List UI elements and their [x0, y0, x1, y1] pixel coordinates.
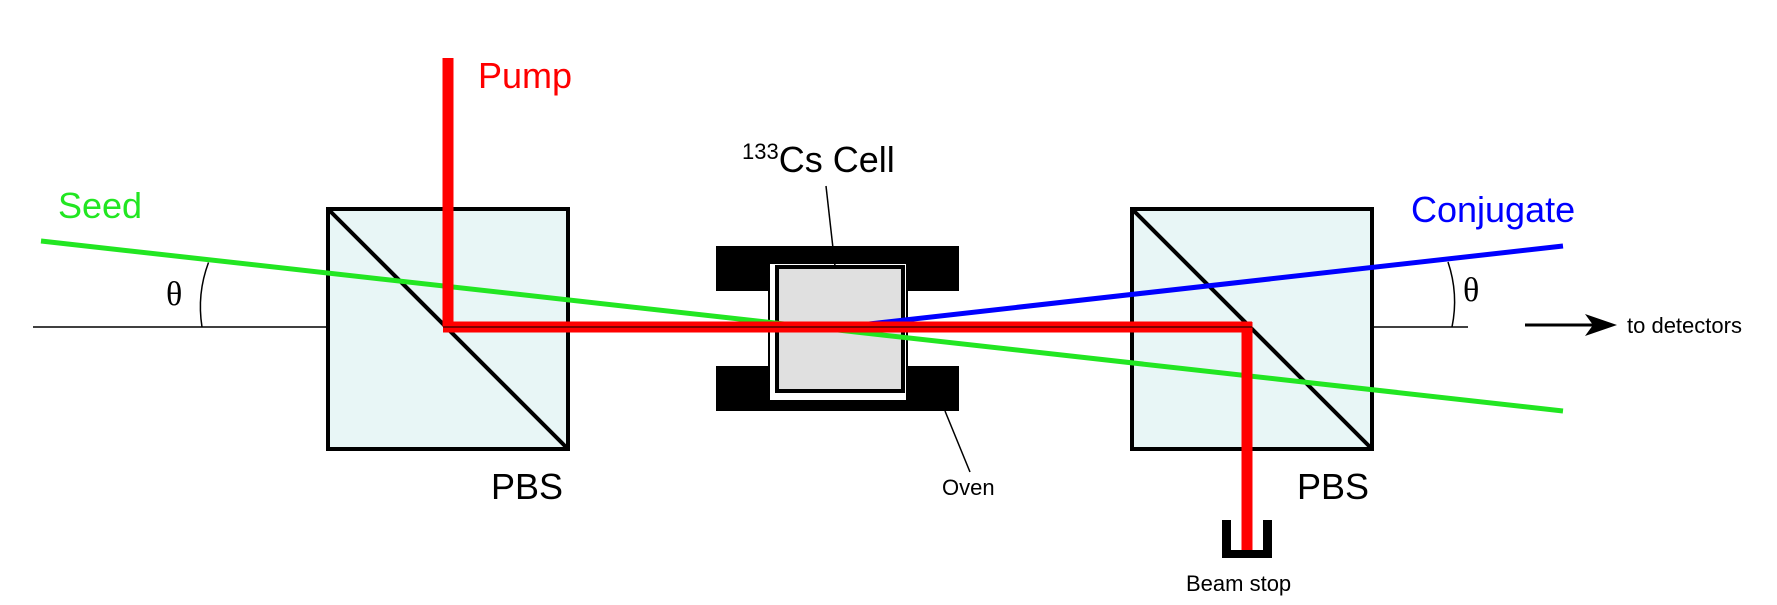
oven-leader-line: [944, 410, 971, 473]
conjugate-beam: [841, 243, 1564, 330]
cell-label: 133Cs Cell: [742, 139, 895, 180]
conjugate-label: Conjugate: [1411, 189, 1575, 230]
theta-right-label: θ: [1463, 272, 1479, 309]
pbs-left-label: PBS: [491, 466, 563, 507]
pump-label: Pump: [478, 55, 572, 96]
theta-left-arc: [199, 262, 210, 328]
cell-leader-line: [825, 185, 836, 267]
cell-name: Cs Cell: [779, 139, 895, 180]
pbs-right-label: PBS: [1297, 466, 1369, 507]
to-detectors-label: to detectors: [1627, 313, 1742, 338]
beam-stop: [1222, 520, 1272, 558]
beam-stop-label: Beam stop: [1186, 571, 1291, 596]
oven-label: Oven: [942, 475, 995, 500]
to-detectors-arrow-head: [1585, 314, 1617, 336]
theta-left-label: θ: [166, 276, 182, 313]
seed-label: Seed: [58, 185, 142, 226]
cell-mass-number: 133: [742, 139, 779, 164]
theta-right-arc: [1447, 261, 1456, 328]
